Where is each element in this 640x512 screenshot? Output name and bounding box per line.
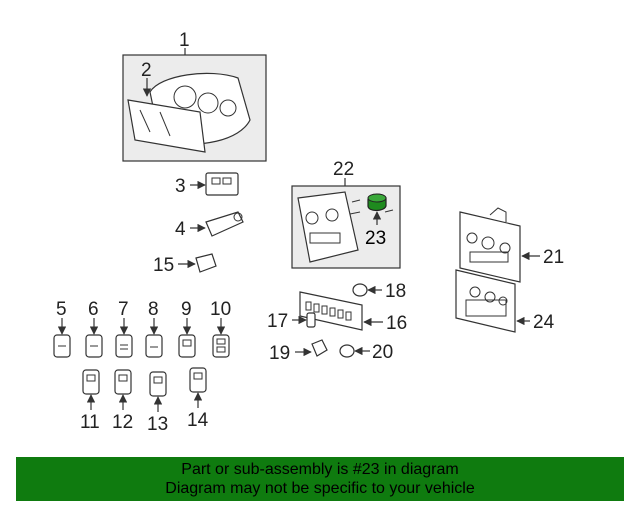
switch-12 — [114, 369, 132, 395]
callout-12: 12 — [112, 412, 133, 433]
callout-16: 16 — [386, 313, 407, 334]
part-17-clip[interactable]: 17 — [267, 311, 316, 332]
callout-24: 24 — [533, 312, 555, 333]
switch-row-bottom[interactable]: 11 12 13 14 — [80, 367, 209, 435]
switch-11 — [82, 369, 100, 395]
part-19-knob[interactable]: 19 — [269, 339, 328, 364]
banner-line-2: Diagram may not be specific to your vehi… — [165, 480, 475, 497]
callout-7: 7 — [118, 299, 129, 320]
callout-4: 4 — [175, 219, 186, 240]
callout-13: 13 — [147, 414, 168, 435]
switch-13 — [149, 371, 167, 397]
climate-panel — [297, 191, 359, 263]
cluster-lens — [127, 99, 206, 153]
part-24-bezel[interactable]: 24 — [455, 269, 555, 333]
banner-line-1: Part or sub-assembly is #23 in diagram — [181, 461, 459, 478]
callout-23: 23 — [365, 228, 386, 249]
part-3-switch[interactable]: 3 — [175, 172, 239, 197]
callout-2: 2 — [141, 60, 152, 81]
part-21-control-panel[interactable]: 21 — [459, 207, 564, 283]
callout-19: 19 — [269, 343, 290, 364]
part-16-bezel[interactable]: 16 — [299, 291, 407, 334]
switch-7 — [115, 334, 133, 358]
callout-8: 8 — [148, 299, 159, 320]
parts-diagram: 1 2 3 4 15 5 — [53, 30, 564, 435]
callout-15: 15 — [153, 255, 174, 276]
callout-21: 21 — [543, 247, 564, 268]
info-banner: Part or sub-assembly is #23 in diagram D… — [16, 457, 624, 501]
switch-row-top[interactable]: 5 6 7 8 9 10 — [53, 299, 231, 358]
switch-8 — [145, 334, 163, 358]
callout-18: 18 — [385, 281, 406, 302]
switch-14 — [189, 367, 207, 393]
callout-17: 17 — [267, 311, 288, 332]
callout-14: 14 — [187, 410, 209, 431]
part-4-lighter[interactable]: 4 — [175, 211, 244, 240]
callout-5: 5 — [56, 299, 67, 320]
part-18-knob[interactable]: 18 — [352, 281, 406, 302]
callout-22: 22 — [333, 159, 354, 180]
switch-10 — [212, 334, 230, 358]
callout-3: 3 — [175, 176, 186, 197]
climate-control-group[interactable]: 22 23 — [291, 159, 401, 269]
part-20-knob[interactable]: 20 — [339, 342, 393, 363]
instrument-cluster-group[interactable]: 1 2 — [122, 30, 267, 162]
callout-20: 20 — [372, 342, 393, 363]
callout-11: 11 — [80, 412, 100, 433]
part-23-highlighted[interactable] — [367, 193, 387, 212]
callout-6: 6 — [88, 299, 99, 320]
callout-9: 9 — [181, 299, 192, 320]
callout-10: 10 — [210, 299, 231, 320]
part-15-bulb[interactable]: 15 — [153, 253, 217, 276]
callout-1: 1 — [179, 30, 190, 51]
